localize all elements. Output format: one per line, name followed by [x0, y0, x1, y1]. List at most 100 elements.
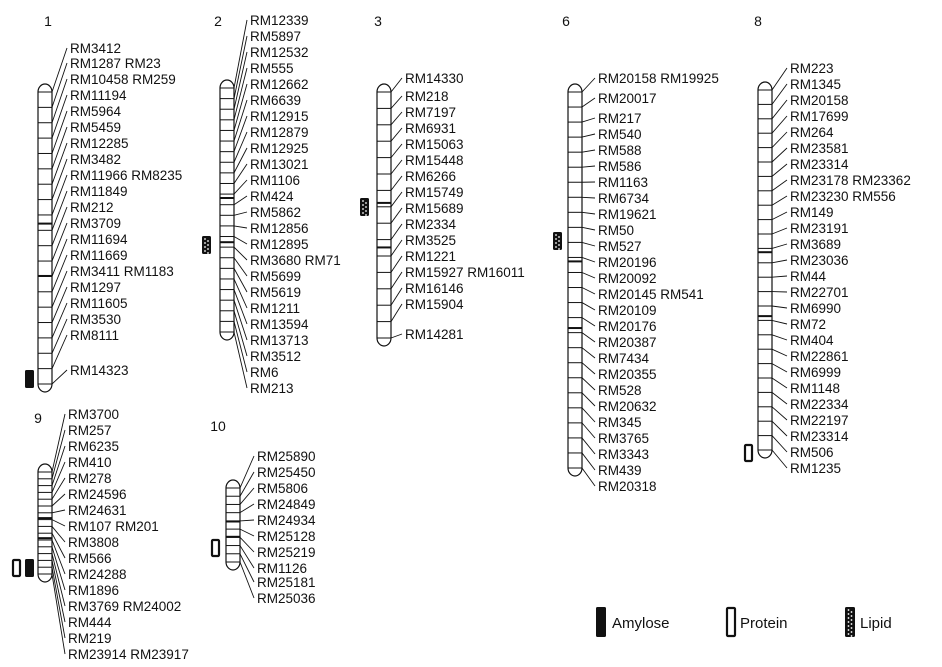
chromosome-number: 8: [754, 13, 762, 29]
marker-connector: [581, 77, 596, 93]
marker-label: RM13021: [250, 157, 309, 172]
marker-connector: [51, 78, 68, 123]
marker-connector: [233, 236, 248, 245]
chromosome-bar: [225, 479, 241, 571]
marker-connector: [581, 332, 596, 343]
marker-label: RM586: [598, 159, 642, 174]
marker-label: RM72: [790, 317, 826, 332]
marker-label: RM24631: [68, 503, 127, 518]
marker-label: RM25219: [257, 545, 316, 560]
marker-connector: [581, 437, 596, 455]
marker-connector: [390, 271, 403, 290]
chromosome-number: 1: [44, 13, 52, 29]
trait-marker-protein: [11, 558, 22, 578]
marker-connector: [239, 471, 255, 497]
marker-label: RM528: [598, 383, 642, 398]
marker-connector: [771, 406, 788, 421]
marker-connector: [581, 211, 596, 215]
marker-label: RM264: [790, 125, 834, 140]
marker-label: RM1163: [598, 175, 648, 190]
marker-label: RM20387: [598, 335, 657, 350]
marker-connector: [239, 561, 255, 599]
marker-connector: [581, 257, 596, 263]
marker-band-thick: [38, 222, 52, 225]
chromosome-8: 8RM223RM1345RM20158RM17699RM264RM23581RM…: [743, 13, 911, 476]
marker-connector: [51, 110, 68, 154]
marker-label: RM20318: [598, 479, 657, 494]
marker-label: RM12879: [250, 125, 309, 140]
marker-label: RM3530: [70, 312, 121, 327]
marker-label: RM1235: [790, 461, 841, 476]
marker-label: RM3412: [70, 41, 121, 56]
marker-label: RM213: [250, 381, 294, 396]
marker-connector: [771, 334, 788, 341]
marker-label: RM12532: [250, 45, 309, 60]
marker-connector: [51, 47, 68, 93]
marker-connector: [233, 51, 248, 110]
legend-label-lipid: Lipid: [860, 615, 892, 632]
chromosome-bar: [37, 463, 53, 583]
chromosome-number: 2: [214, 13, 222, 29]
marker-band-thick: [226, 520, 240, 523]
marker-label: RM23914 RM23917: [68, 647, 189, 662]
marker-label: RM6734: [598, 191, 650, 206]
marker-label: RM12925: [250, 141, 309, 156]
chromosome-bar: [757, 81, 773, 459]
marker-band-thick: [758, 315, 772, 318]
marker-label: RM22701: [790, 285, 849, 300]
marker-connector: [771, 305, 788, 309]
marker-label: RM3680 RM71: [250, 253, 341, 268]
marker-connector: [51, 509, 66, 514]
marker-label: RM20176: [598, 319, 657, 334]
marker-connector: [581, 302, 596, 311]
marker-band-thick: [220, 197, 234, 199]
marker-label: RM25036: [257, 591, 316, 606]
marker-band-thick: [226, 535, 240, 538]
marker-connector: [51, 477, 66, 500]
marker-connector: [51, 126, 68, 169]
marker-label: RM1287 RM23: [70, 56, 161, 71]
marker-label: RM15749: [405, 185, 464, 200]
marker-connector: [233, 131, 248, 163]
marker-label: RM3343: [598, 447, 649, 462]
marker-connector: [239, 553, 255, 583]
legend-label-amylose: Amylose: [612, 615, 670, 632]
marker-connector: [390, 287, 403, 306]
marker-label: RM257: [68, 423, 112, 438]
marker-connector: [233, 195, 248, 206]
marker-connector: [771, 420, 788, 437]
marker-connector: [233, 246, 248, 261]
marker-label: RM20196: [598, 255, 657, 270]
marker-connector: [233, 179, 248, 195]
marker-label: RM24934: [257, 513, 316, 528]
marker-connector: [581, 117, 596, 123]
marker-band-thick: [377, 246, 391, 249]
marker-label: RM23314: [790, 157, 849, 172]
marker-connector: [771, 363, 788, 373]
marker-connector: [51, 429, 66, 479]
marker-connector: [239, 545, 255, 569]
marker-label: RM5459: [70, 120, 121, 135]
marker-label: RM3512: [250, 349, 301, 364]
marker-connector: [771, 131, 788, 148]
marker-label: RM1106: [250, 173, 300, 188]
marker-connector: [771, 195, 788, 206]
marker-connector: [51, 532, 66, 559]
marker-label: RM2334: [405, 217, 457, 232]
marker-label: RM6999: [790, 365, 841, 380]
marker-connector: [771, 243, 788, 249]
marker-connector: [239, 455, 255, 489]
marker-label: RM278: [68, 471, 112, 486]
marker-label: RM12662: [250, 77, 309, 92]
marker-label: RM16146: [405, 281, 464, 296]
marker-connector: [771, 67, 788, 91]
marker-connector: [581, 97, 596, 108]
marker-connector: [581, 165, 596, 168]
marker-label: RM15904: [405, 297, 464, 312]
marker-label: RM3700: [68, 407, 119, 422]
marker-connector: [390, 207, 403, 224]
marker-label: RM217: [598, 111, 642, 126]
marker-label: RM566: [68, 551, 112, 566]
